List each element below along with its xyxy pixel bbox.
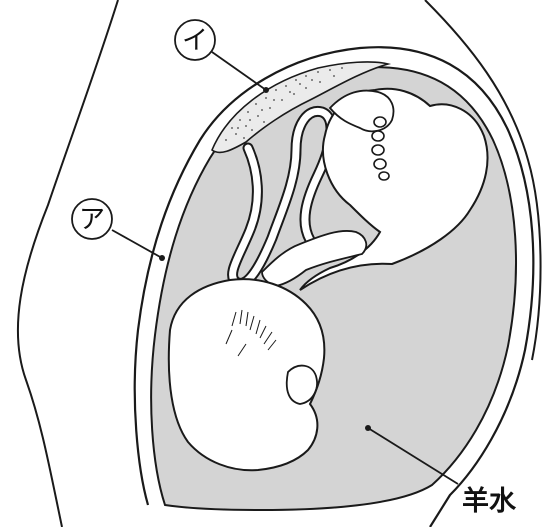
fetus-head	[169, 279, 325, 470]
leader-dot-a	[159, 255, 165, 261]
label-a: ア	[72, 199, 112, 239]
label-i: イ	[175, 20, 215, 60]
leader-line-i	[212, 52, 266, 90]
leader-dot-amniotic	[365, 425, 371, 431]
label-i-text: イ	[182, 26, 208, 56]
mother-body-outline	[18, 0, 118, 527]
leader-dot-i	[263, 87, 269, 93]
label-amniotic-fluid: 羊水	[462, 485, 517, 517]
label-a-text: ア	[79, 205, 105, 235]
